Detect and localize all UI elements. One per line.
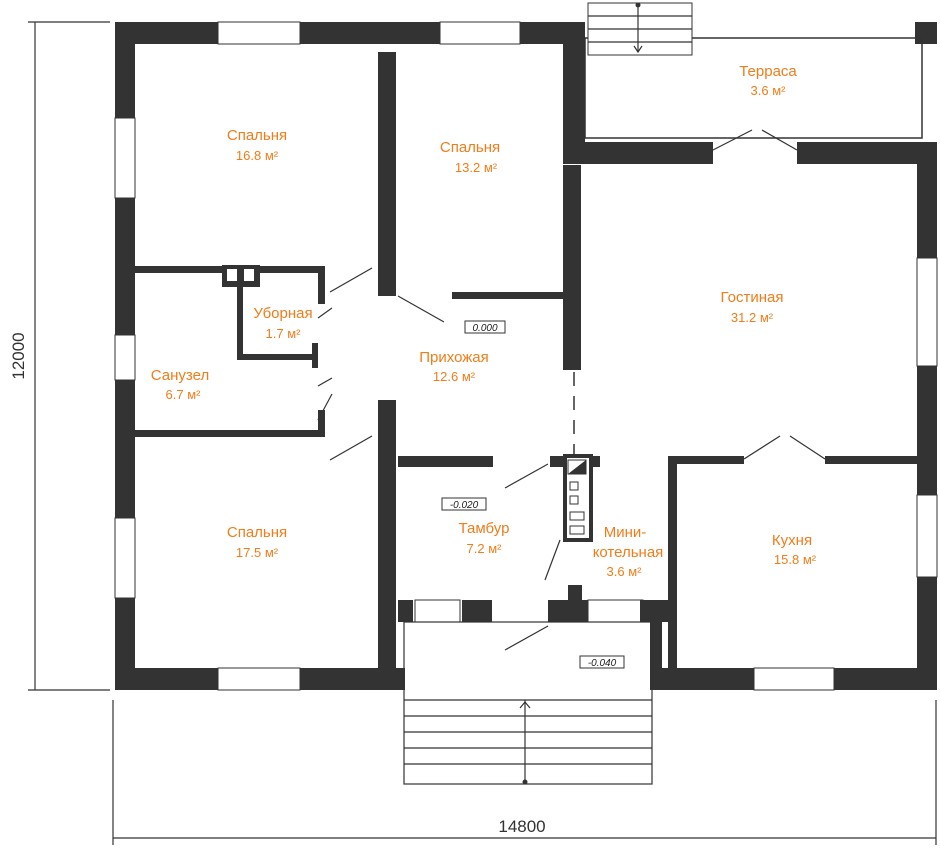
living-room-area: 31.2 м² [731,310,774,325]
window-right-2 [916,494,938,578]
window-bottom-2 [753,667,835,691]
vestibule-name: Тамбур [459,520,510,537]
level-box-vestibule [441,497,487,511]
bedroom-1-area: 16.8 м² [236,148,279,163]
hallway-area: 12.6 м² [433,369,476,384]
window-left-2 [114,334,136,381]
boiler-equipment [222,265,593,542]
dimension-lines [28,21,937,845]
living-room-name: Гостиная [721,289,784,306]
toilet-area: 1.7 м² [266,326,302,341]
height-dimension: 12000 [9,332,28,379]
hallway-name: Прихожая [419,349,489,366]
bedroom-2-area: 13.2 м² [455,160,498,175]
terrace-area: 3.6 м² [751,83,787,98]
bedroom-1-name: Спальня [227,127,287,144]
window-entrance-2 [587,599,644,623]
toilet-name: Уборная [253,305,312,322]
window-bottom-1 [217,667,301,691]
level-box-hallway [464,320,506,334]
window-top-2 [439,21,521,45]
terrace-name: Терраса [739,63,797,80]
level-hallway: 0.000 [472,323,497,334]
window-left-1 [114,117,136,199]
windows [114,21,938,691]
interior-walls [135,52,917,690]
level-vestibule: -0.020 [450,500,479,511]
kitchen-name: Кухня [772,532,812,549]
window-entrance-1 [414,599,461,623]
bedroom-3-name: Спальня [227,524,287,541]
window-right-1 [916,257,938,367]
bedroom-3-area: 17.5 м² [236,545,279,560]
bathroom-area: 6.7 м² [166,387,202,402]
boiler-room-name-line2: котельная [593,544,664,561]
bathroom-name: Санузел [151,367,209,384]
window-top-1 [217,21,301,45]
doors [317,129,826,651]
kitchen-area: 15.8 м² [774,552,817,567]
vestibule-area: 7.2 м² [467,541,503,556]
terrace-structure [584,2,923,139]
entrance-stairs [403,621,653,785]
boiler-room-area: 3.6 м² [607,564,643,579]
level-porch: -0.040 [588,658,617,669]
width-dimension: 14800 [498,817,545,836]
level-box-porch [579,655,625,669]
boiler-room-name-line1: Мини- [604,524,647,541]
window-left-3 [114,517,136,599]
bedroom-2-name: Спальня [440,139,500,156]
